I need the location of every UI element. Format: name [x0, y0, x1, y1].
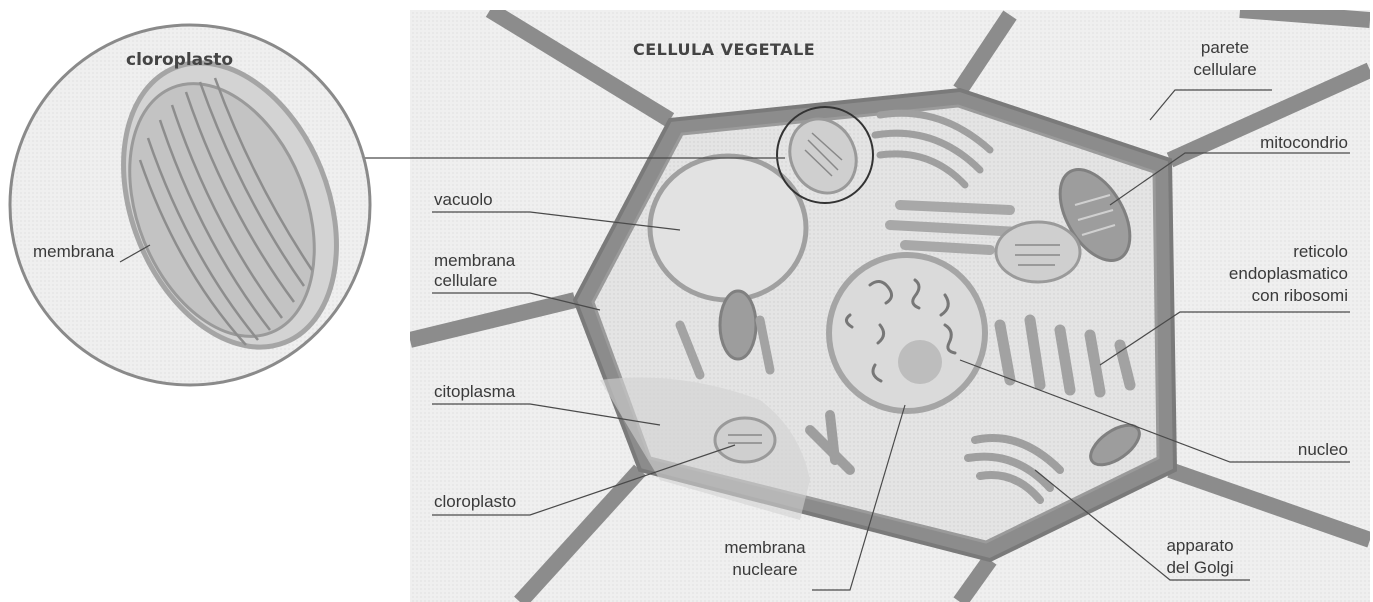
label-reticolo-3: con ribosomi: [1180, 286, 1348, 306]
chloroplast-bottom: [715, 418, 775, 462]
nucleolus: [898, 340, 942, 384]
label-membrana-cellulare-2: cellulare: [434, 271, 497, 291]
chloroplast-right: [996, 222, 1080, 282]
label-parete-1: parete: [1180, 38, 1270, 58]
label-membrana-inset: membrana: [33, 242, 114, 262]
main-panel: [410, 10, 1370, 602]
label-golgi-1: apparato: [1150, 536, 1250, 556]
mitochondrion-left: [720, 291, 756, 359]
label-nucleo: nucleo: [1240, 440, 1348, 460]
label-vacuolo: vacuolo: [434, 190, 493, 210]
label-reticolo-2: endoplasmatico: [1180, 264, 1348, 284]
label-membrana-nucleare-1: membrana: [715, 538, 815, 558]
inset-title: cloroplasto: [126, 50, 233, 70]
label-mitocondrio: mitocondrio: [1200, 133, 1348, 153]
label-golgi-2: del Golgi: [1150, 558, 1250, 578]
label-membrana-nucleare-2: nucleare: [715, 560, 815, 580]
label-membrana-cellulare-1: membrana: [434, 251, 515, 271]
label-cloroplasto: cloroplasto: [434, 492, 516, 512]
label-reticolo-1: reticolo: [1180, 242, 1348, 262]
diagram-title: CELLULA VEGETALE: [633, 40, 815, 59]
nucleus: [829, 255, 985, 411]
chloroplast-inset: [10, 25, 376, 385]
label-citoplasma: citoplasma: [434, 382, 515, 402]
label-parete-2: cellulare: [1180, 60, 1270, 80]
